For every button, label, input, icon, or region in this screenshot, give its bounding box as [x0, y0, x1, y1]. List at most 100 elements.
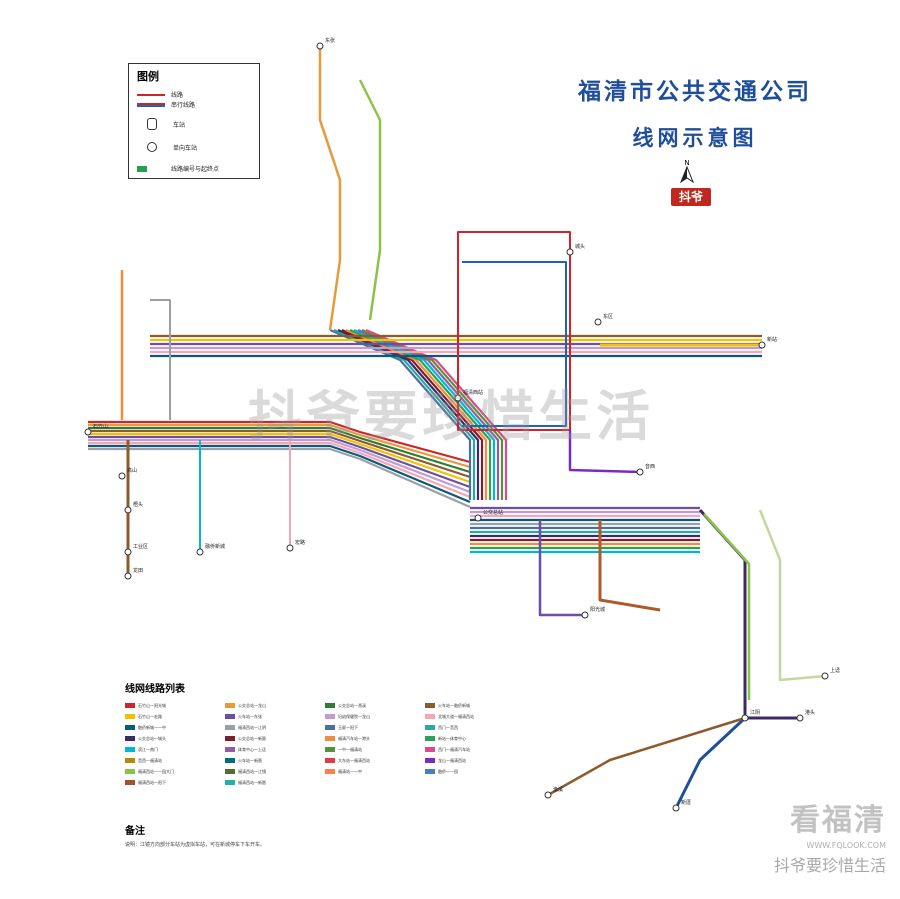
- route-label: 龙山—福清西站: [438, 758, 466, 764]
- station-marker: [595, 319, 601, 325]
- credit-site: 看福清: [706, 795, 886, 839]
- route-color-badge: [125, 747, 135, 752]
- station-label: 宏路: [295, 539, 305, 546]
- route-label: 火车站—新厝: [238, 758, 262, 764]
- station: 新厝: [673, 799, 691, 811]
- station-label: 音西: [645, 463, 655, 470]
- route-list-item: 公交总站—城头: [125, 734, 221, 743]
- route-line: [548, 718, 745, 795]
- route-list-item: 滨江—南门: [125, 745, 221, 754]
- route-color-badge: [225, 714, 235, 719]
- route-color-badge: [425, 725, 435, 730]
- route-color-badge: [425, 736, 435, 741]
- station-marker: [475, 515, 481, 521]
- route-list-item: 福清西站—江阴: [225, 723, 321, 732]
- watermark-text: 抖爷要珍惜生活: [248, 372, 654, 451]
- station-marker: [637, 469, 643, 475]
- route-color-badge: [125, 769, 135, 774]
- route-list-item: 石竹山—阳光城: [125, 701, 221, 710]
- route-color-badge: [325, 747, 335, 752]
- station-label: 阳光城: [590, 606, 605, 613]
- legend-item-line: 线路: [137, 90, 183, 99]
- station-marker: [125, 549, 131, 555]
- route-label: 石竹山—宏路: [138, 714, 162, 720]
- route-color-badge: [125, 725, 135, 730]
- station-marker: [317, 43, 323, 49]
- route-line: [600, 520, 660, 610]
- route-color-badge: [325, 758, 335, 763]
- route-color-badge: [425, 747, 435, 752]
- route-label: 福清汽车站—港头: [338, 736, 370, 742]
- station: 阳光城: [582, 606, 605, 618]
- station-label: 上迳: [830, 667, 840, 674]
- title-block: 福清市公共交通公司 线网示意图: [560, 72, 830, 152]
- route-label: 妇幼保健院—龙山: [338, 714, 370, 720]
- notes: 备注 说明：江镜方向部分车站为虚拟车站，可在新城停车下车开车。: [125, 822, 425, 848]
- route-list: 线网线路列表 石竹山—阳光城公交总站—龙山公交总站—渔溪火车站—融侨新城石竹山—…: [125, 680, 505, 787]
- route-color-badge: [425, 714, 435, 719]
- station: 融侨新城: [197, 543, 225, 555]
- station-label: 港头: [805, 709, 815, 716]
- station: 东区: [595, 313, 613, 325]
- route-list-item: 福清站—一中: [325, 767, 421, 776]
- route-list-item: 石竹山—宏路: [125, 712, 221, 721]
- route-list-item: 北城大道—福清西站: [425, 712, 521, 721]
- route-color-badge: [325, 703, 335, 708]
- route-label: 火车站—东张: [238, 714, 262, 720]
- compass-icon: N: [679, 158, 695, 184]
- station-marker: [287, 545, 293, 551]
- station-marker: [582, 612, 588, 618]
- route-label: 公交总站—新厝: [238, 736, 266, 742]
- station-label: 新站: [767, 336, 777, 343]
- route-color-badge: [225, 780, 235, 785]
- route-list-item: 福清汽车站—港头: [325, 734, 421, 743]
- credit-url: WWW.FQLOOK.COM: [706, 841, 886, 850]
- route-label: 福清西站—江镜: [238, 769, 266, 775]
- route-line: [320, 46, 340, 330]
- route-color-badge: [225, 747, 235, 752]
- route-color-badge: [425, 758, 435, 763]
- credit-handle: 抖爷要珍惜生活: [706, 852, 886, 876]
- station-label: 龙田: [133, 567, 143, 574]
- route-label: 公交总站—城头: [138, 736, 166, 742]
- station-label: 梧头: [133, 501, 143, 508]
- station-label: 融侨新城: [205, 543, 225, 550]
- legend-item-station: 车站: [137, 118, 185, 130]
- route-color-badge: [425, 769, 435, 774]
- route-color-badge: [125, 736, 135, 741]
- map-title: 福清市公共交通公司: [560, 72, 830, 106]
- route-label: 西门—福清汽车站: [438, 747, 470, 753]
- route-label: 滨江—南门: [138, 747, 158, 753]
- route-label: 融侨—一园: [438, 769, 458, 775]
- route-list-item: 新站—体育中心: [425, 734, 521, 743]
- station-label: 公交总站: [483, 509, 503, 516]
- route-color-badge: [325, 769, 335, 774]
- route-label: 西门—音西: [438, 725, 458, 731]
- route-list-item: 体育中心—上迳: [225, 745, 321, 754]
- route-label: 福清站—一中: [338, 769, 362, 775]
- route-list-item: 西门—福清汽车站: [425, 745, 521, 754]
- route-list-item: 公交总站—新厝: [225, 734, 321, 743]
- station-label: 高山: [127, 467, 137, 474]
- route-color-badge: [425, 703, 435, 708]
- station-label: 东区: [603, 313, 613, 320]
- route-color-badge: [125, 714, 135, 719]
- route-color-badge: [325, 714, 335, 719]
- route-line: [704, 514, 749, 700]
- route-color-badge: [125, 758, 135, 763]
- station-marker: [545, 792, 551, 798]
- station-marker: [567, 249, 573, 255]
- route-line: [760, 510, 825, 680]
- station: 港头: [797, 709, 815, 721]
- author-seal: 抖爷: [671, 188, 711, 206]
- map-subtitle: 线网示意图: [560, 122, 830, 152]
- route-list-item: 火车站—融侨新城: [425, 701, 521, 710]
- station-label: 城头: [575, 243, 585, 250]
- route-list-item: 西门—音西: [425, 723, 521, 732]
- station-marker: [125, 507, 131, 513]
- station-marker: [759, 342, 765, 348]
- route-list-item: 融侨—一园: [425, 767, 521, 776]
- route-label: 公交总站—渔溪: [338, 703, 366, 709]
- route-list-item: 火车站—东张: [225, 712, 321, 721]
- route-line: [360, 80, 380, 320]
